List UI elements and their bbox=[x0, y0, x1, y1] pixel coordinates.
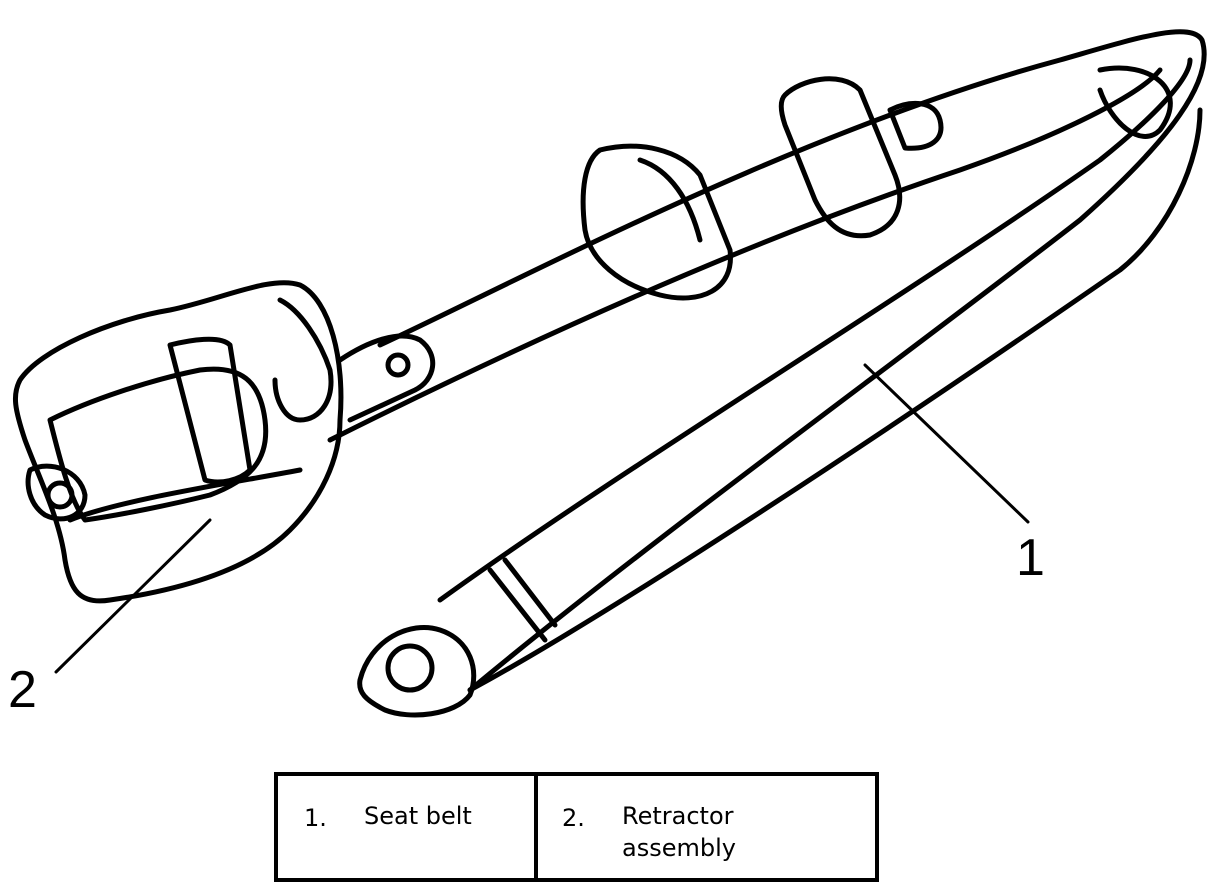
belt-guide bbox=[778, 76, 944, 239]
legend-number: 2. bbox=[562, 804, 585, 832]
legend-cell-seat-belt: 1. Seat belt bbox=[278, 776, 538, 878]
legend-label: Retractor assembly bbox=[622, 802, 736, 862]
leader-line-1 bbox=[863, 363, 1030, 524]
legend-table: 1. Seat belt 2. Retractor assembly bbox=[274, 772, 879, 882]
leader-line-2 bbox=[54, 518, 212, 674]
seat-belt-illustration bbox=[12, 29, 1207, 718]
legend-number: 1. bbox=[304, 804, 327, 832]
callout-number-1: 1 bbox=[1016, 529, 1045, 587]
retractor-assembly bbox=[12, 280, 436, 604]
legend-label: Seat belt bbox=[364, 802, 472, 830]
belt-tongue bbox=[580, 143, 733, 301]
anchor-plate bbox=[357, 557, 558, 718]
callout-number-2: 2 bbox=[8, 661, 37, 719]
seat-belt-webbing bbox=[327, 29, 1207, 693]
legend-cell-retractor: 2. Retractor assembly bbox=[538, 776, 875, 878]
